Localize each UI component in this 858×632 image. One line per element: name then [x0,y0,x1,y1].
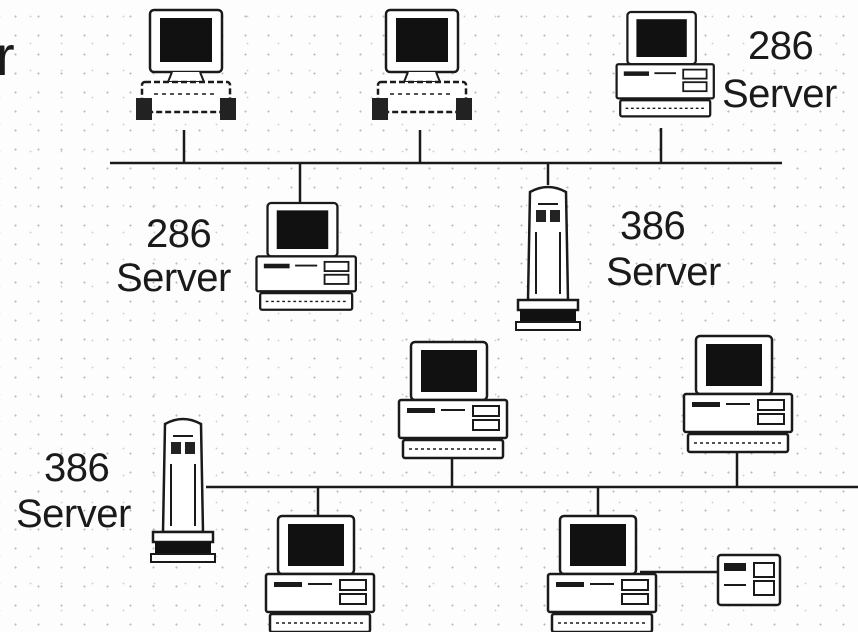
top-server-label-line1: 286 [748,24,813,68]
bottom-left-server-label-line1: 386 [44,446,109,490]
bottom-left-server-label-2: Server [16,494,131,534]
cropped-title-fragment: r [0,28,14,84]
bottom-386-tower-server [151,419,215,562]
bottom-left-server-label-line2: Server [16,492,131,536]
top-server-label: 286 [748,26,813,66]
top-server-label-line2: Server [722,72,837,116]
workstation-2 [372,10,472,120]
mid-right-server-label-line1: 386 [620,204,685,248]
workstation-3 [399,342,507,458]
workstation-6 [548,516,656,632]
mid-left-server-label-2: Server [116,258,231,298]
mid-right-server-label: 386 [620,206,685,246]
workstation-4 [684,336,792,452]
workstation-1 [136,10,236,120]
top-286-server [617,12,714,116]
peripheral-device [718,555,780,605]
workstation-5 [266,516,374,632]
mid-right-server-label-2: Server [606,252,721,292]
bottom-left-server-label: 386 [44,448,109,488]
mid-386-tower-server [516,187,580,330]
top-server-label-2: Server [722,74,837,114]
mid-286-server [256,203,355,310]
mid-left-server-label-line2: Server [116,256,231,300]
mid-left-server-label: 286 [146,214,211,254]
mid-right-server-label-line2: Server [606,250,721,294]
mid-left-server-label-line1: 286 [146,212,211,256]
